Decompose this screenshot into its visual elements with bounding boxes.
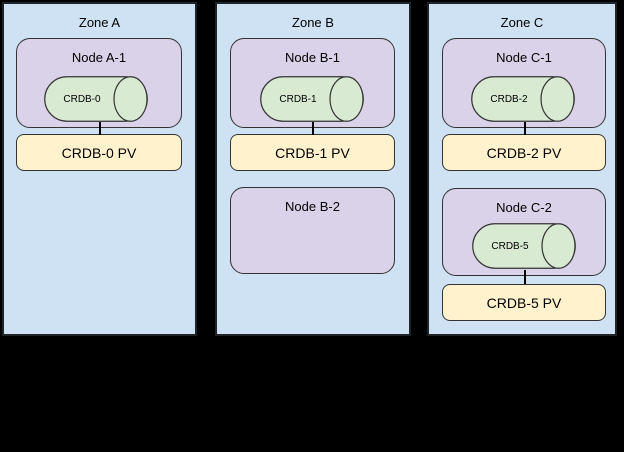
node-a-1-label: Node A-1 [71, 50, 127, 65]
pv-box-c1: CRDB-2 PV [442, 134, 606, 171]
node-c-1: Node C-1 CRDB-2 [442, 38, 606, 128]
crdb-pod-b: CRDB-1 [260, 76, 364, 122]
pod-b-label: CRDB-1 [279, 93, 317, 105]
pod-c1-label: CRDB-2 [490, 93, 528, 105]
zone-b-label: Zone B [292, 15, 334, 30]
crdb-pod-a: CRDB-0 [44, 76, 148, 122]
zone-a: Zone A Node A-1 CRDB-0 CRDB-0 PV [2, 2, 197, 336]
database-cylinder-icon [44, 76, 148, 122]
node-a-1: Node A-1 CRDB-0 [16, 38, 182, 128]
connector-line [524, 122, 526, 135]
pv-box-b: CRDB-1 PV [230, 134, 395, 171]
node-c-2-label: Node C-2 [496, 200, 552, 215]
zone-c-label: Zone C [500, 15, 544, 30]
crdb-pod-c1: CRDB-2 [471, 76, 575, 122]
crdb-pod-c2: CRDB-5 [472, 223, 576, 269]
connector-line [524, 270, 526, 284]
database-cylinder-icon [260, 76, 364, 122]
database-cylinder-icon [471, 76, 575, 122]
database-cylinder-icon [472, 223, 576, 269]
zone-b: Zone B Node B-1 CRDB-1 CRDB-1 PV Node B-… [215, 2, 411, 336]
pod-a-label: CRDB-0 [63, 93, 101, 105]
node-b-1-label: Node B-1 [285, 50, 340, 65]
node-b-2-label: Node B-2 [285, 199, 340, 214]
pv-box-c2: CRDB-5 PV [442, 284, 606, 321]
pv-c1-label: CRDB-2 PV [486, 144, 562, 161]
node-b-1: Node B-1 CRDB-1 [230, 38, 395, 128]
node-b-2: Node B-2 [230, 187, 395, 274]
node-c-1-label: Node C-1 [496, 50, 552, 65]
pv-b-label: CRDB-1 PV [275, 144, 350, 161]
node-c-2: Node C-2 CRDB-5 [442, 188, 606, 276]
pod-c2-label: CRDB-5 [491, 240, 529, 252]
connector-line [99, 122, 101, 135]
connector-line [312, 122, 314, 135]
pv-a-label: CRDB-0 PV [61, 144, 137, 161]
zone-c: Zone C Node C-1 CRDB-2 CRDB-2 PV Node C-… [427, 2, 617, 336]
pv-c2-label: CRDB-5 PV [486, 294, 562, 311]
pv-box-a: CRDB-0 PV [16, 134, 182, 171]
zone-a-label: Zone A [78, 15, 121, 30]
